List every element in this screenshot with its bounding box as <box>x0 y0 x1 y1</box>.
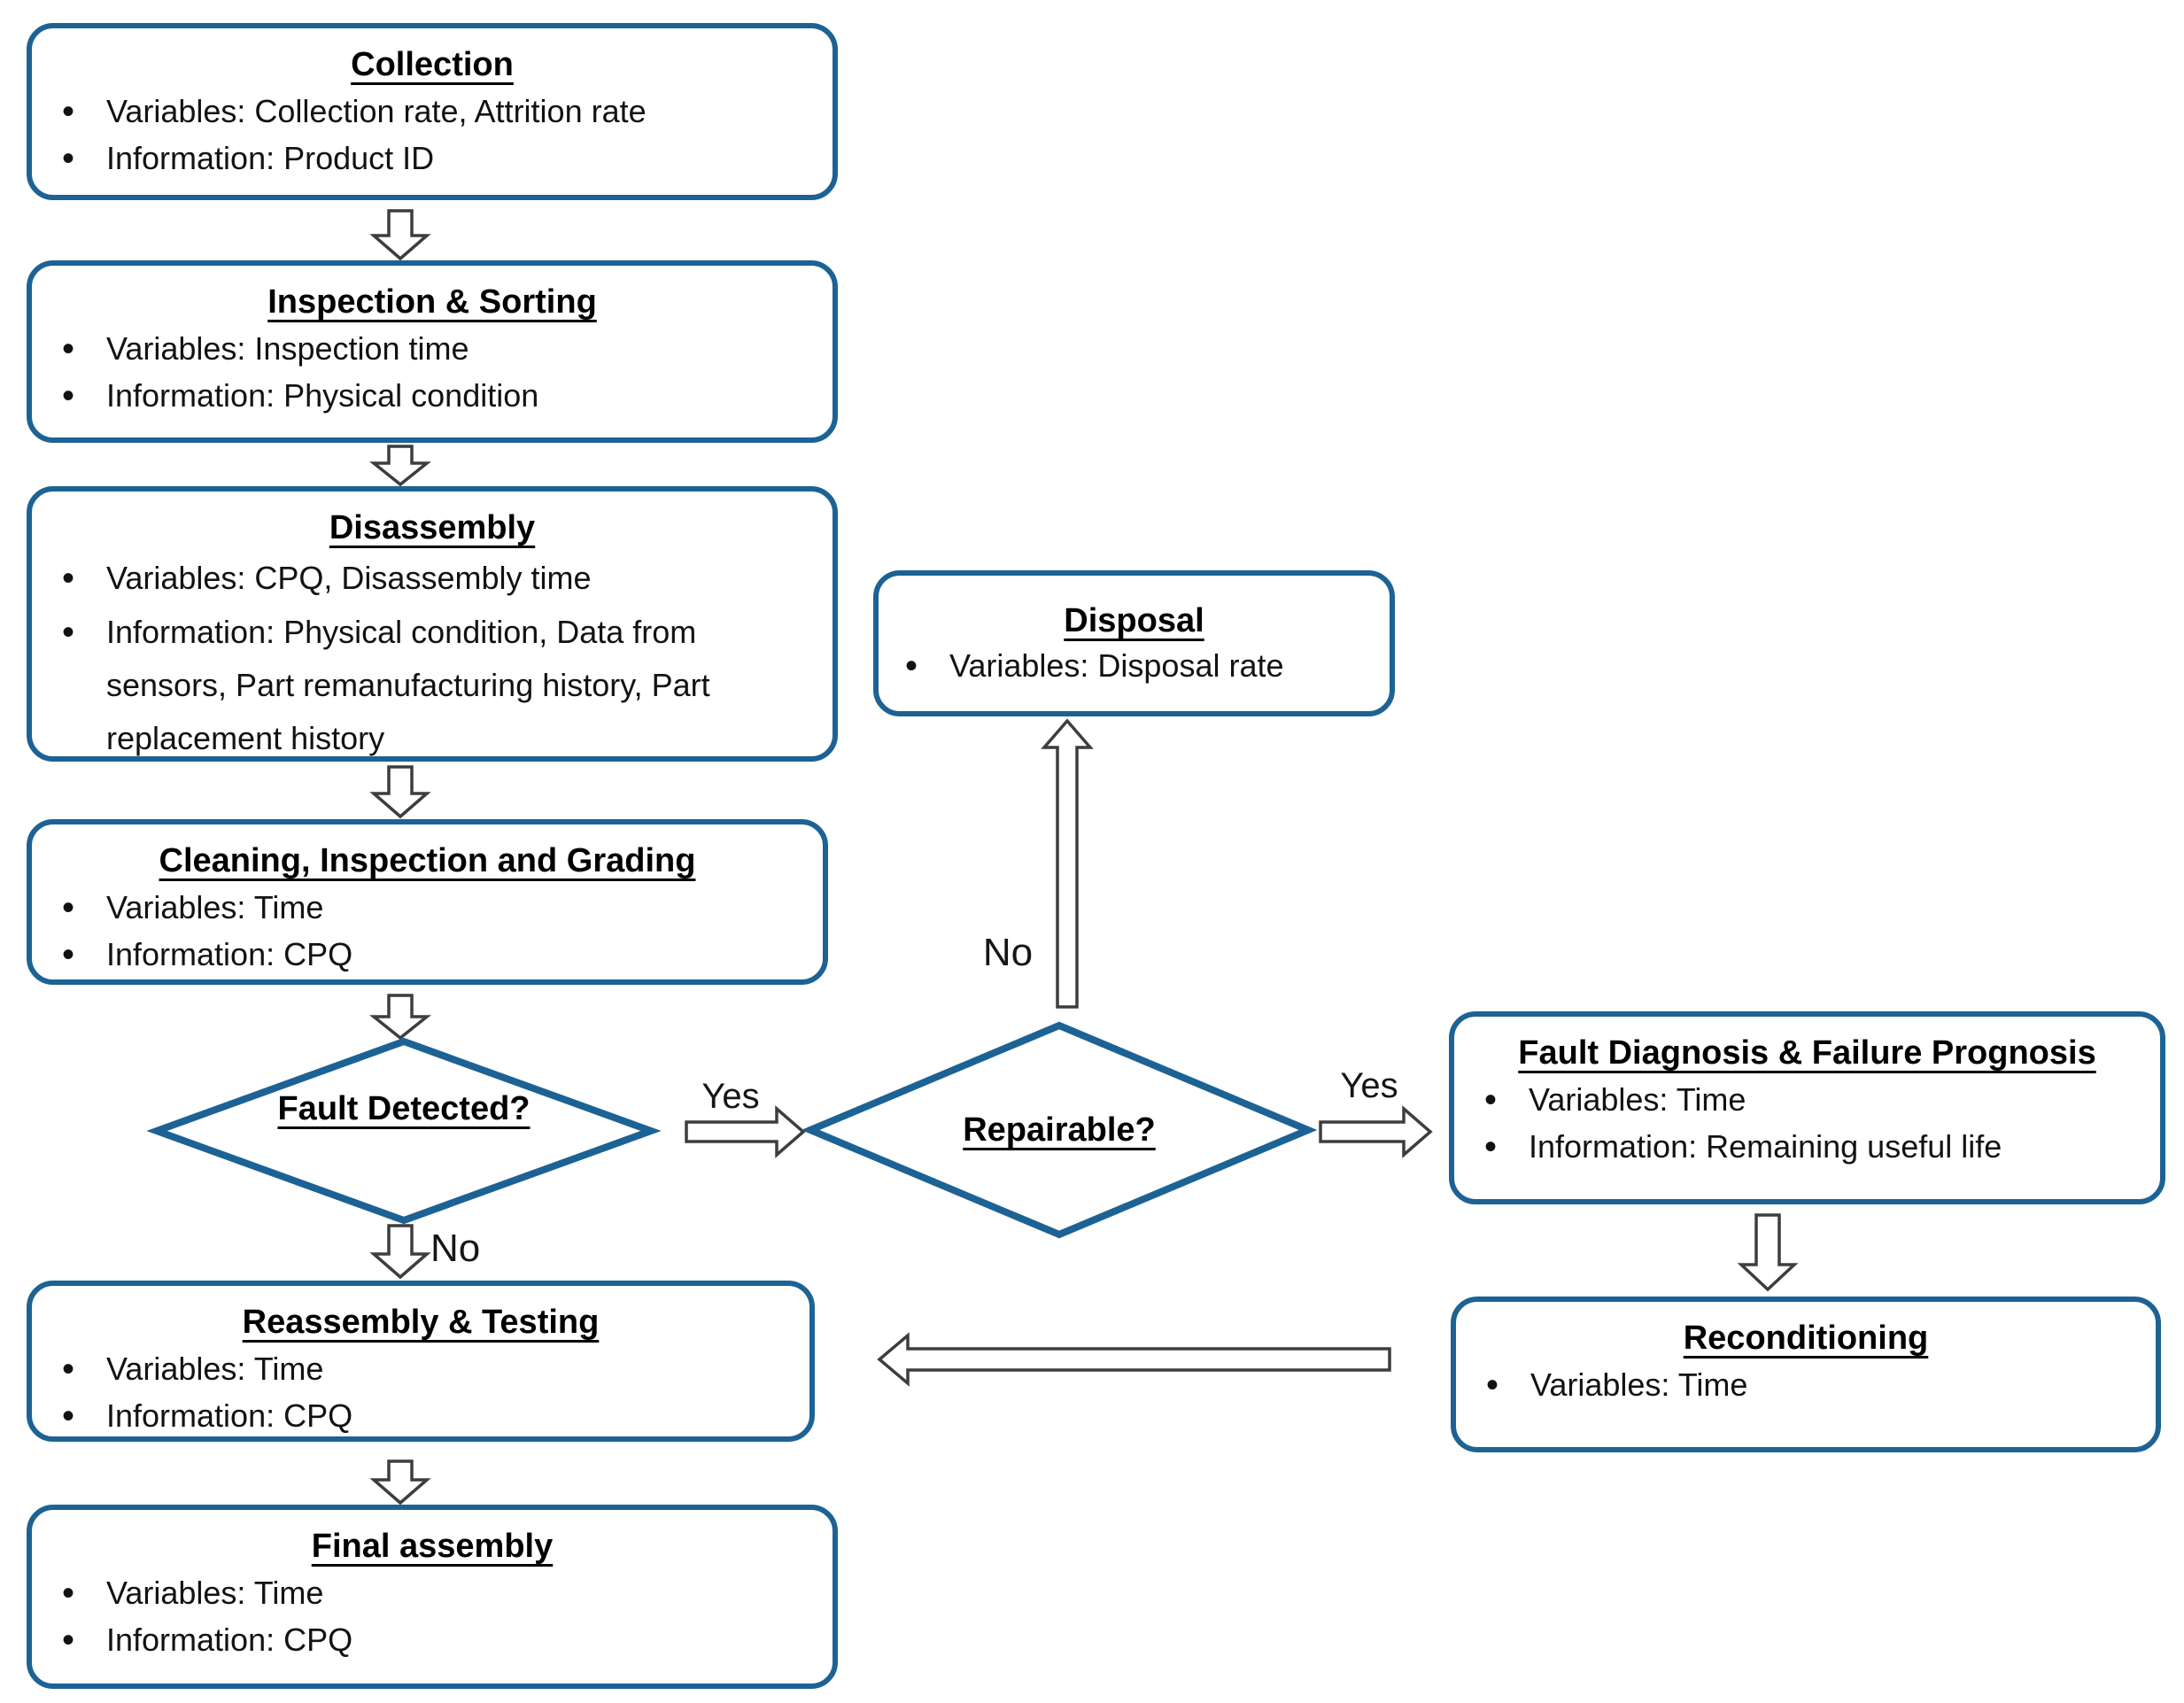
bullet-icon <box>55 1570 106 1617</box>
node-disassembly: Disassembly Variables: CPQ, Disassembly … <box>27 486 838 762</box>
node-reassembly-title: Reassembly & Testing <box>242 1304 600 1341</box>
bullet-text: Information: Physical condition, Data fr… <box>106 614 710 756</box>
bullet-text: Information: CPQ <box>106 936 353 972</box>
bullet-icon <box>898 643 949 690</box>
bullet-text: Information: Product ID <box>106 140 435 176</box>
arrow-reconditioning-to-reassembly-icon <box>877 1332 1391 1387</box>
node-collection-title: Collection <box>351 46 514 83</box>
bullet-icon <box>55 373 106 420</box>
list-item: Variables: Time <box>55 1570 809 1617</box>
node-disposal-title: Disposal <box>1064 602 1204 639</box>
arrow-inspection-to-disassembly-icon <box>369 445 431 487</box>
arrow-fault-detected-no-icon <box>369 1224 431 1280</box>
list-item: Information: CPQ <box>55 932 800 979</box>
bullet-icon <box>1477 1077 1529 1124</box>
list-item: Information: Remaining useful life <box>1477 1124 2137 1171</box>
fault-detected-yes-label: Yes <box>701 1077 760 1116</box>
bullet-icon <box>55 1346 106 1393</box>
node-cleaning-inspection-grading: Cleaning, Inspection and Grading Variabl… <box>27 819 828 985</box>
arrow-cleaning-to-fault-detected-icon <box>369 994 431 1041</box>
list-item: Variables: Time <box>1479 1362 2133 1409</box>
bullet-text: Information: Physical condition <box>106 377 539 414</box>
arrow-reassembly-to-final-icon <box>369 1459 431 1506</box>
list-item: Information: Physical condition <box>55 373 809 420</box>
bullet-text: Variables: CPQ, Disassembly time <box>106 560 592 596</box>
bullet-icon <box>55 606 106 765</box>
list-item: Variables: Time <box>1477 1077 2137 1124</box>
repairable-label: Repairable? <box>963 1111 1156 1149</box>
arrow-diagnosis-to-reconditioning-icon <box>1737 1213 1799 1292</box>
node-fault-diagnosis-title: Fault Diagnosis & Failure Prognosis <box>1518 1034 2096 1072</box>
bullet-text: Variables: Time <box>106 1575 324 1611</box>
list-item: Variables: Inspection time <box>55 326 809 373</box>
bullet-icon <box>55 552 106 606</box>
bullet-icon <box>1479 1362 1530 1409</box>
bullet-text: Information: Remaining useful life <box>1529 1128 2002 1165</box>
node-disassembly-title: Disassembly <box>329 509 536 546</box>
node-disposal: Disposal Variables: Disposal rate <box>873 570 1395 716</box>
arrow-disassembly-to-cleaning-icon <box>369 765 431 819</box>
arrow-repairable-no-to-disposal-icon <box>1041 718 1094 1009</box>
list-item: Variables: Time <box>55 1346 786 1393</box>
list-item: Variables: Collection rate, Attrition ra… <box>55 89 809 135</box>
bullet-text: Information: CPQ <box>106 1397 353 1434</box>
node-final-assembly-title: Final assembly <box>311 1528 554 1565</box>
node-final-assembly: Final assembly Variables: Time Informati… <box>27 1505 838 1689</box>
arrow-fault-detected-yes-icon <box>685 1105 806 1158</box>
node-inspection-sorting: Inspection & Sorting Variables: Inspecti… <box>27 260 838 443</box>
bullet-text: Variables: Time <box>1530 1366 1748 1403</box>
node-cleaning-title: Cleaning, Inspection and Grading <box>159 842 696 879</box>
node-reassembly-testing: Reassembly & Testing Variables: Time Inf… <box>27 1281 815 1442</box>
fault-detected-label: Fault Detected? <box>277 1090 531 1127</box>
arrow-repairable-yes-icon <box>1319 1105 1433 1158</box>
list-item: Variables: Disposal rate <box>898 643 1370 690</box>
bullet-text: Variables: Time <box>1529 1081 1746 1118</box>
arrow-collection-to-inspection-icon <box>369 209 431 261</box>
node-inspection-sorting-title: Inspection & Sorting <box>267 283 597 321</box>
fault-detected-diamond <box>146 1037 662 1225</box>
list-item: Information: Product ID <box>55 135 809 182</box>
list-item: Information: CPQ <box>55 1617 809 1664</box>
bullet-icon <box>55 885 106 932</box>
bullet-text: Variables: Inspection time <box>106 330 469 367</box>
node-collection: Collection Variables: Collection rate, A… <box>27 23 838 200</box>
repairable-yes-label: Yes <box>1340 1066 1398 1105</box>
bullet-text: Variables: Time <box>106 1351 324 1387</box>
node-reconditioning: Reconditioning Variables: Time <box>1451 1297 2161 1452</box>
bullet-icon <box>55 89 106 135</box>
node-reconditioning-title: Reconditioning <box>1683 1320 1929 1357</box>
list-item: Variables: CPQ, Disassembly time <box>55 552 809 606</box>
bullet-icon <box>55 326 106 373</box>
bullet-text: Variables: Collection rate, Attrition ra… <box>106 93 647 129</box>
repairable-no-label: No <box>982 931 1034 974</box>
list-item: Variables: Time <box>55 885 800 932</box>
fault-detected-no-label: No <box>430 1227 481 1270</box>
node-fault-diagnosis: Fault Diagnosis & Failure Prognosis Vari… <box>1449 1011 2165 1204</box>
list-item: Information: CPQ <box>55 1393 786 1440</box>
bullet-icon <box>55 1617 106 1664</box>
bullet-text: Variables: Time <box>106 889 324 925</box>
repairable-diamond <box>801 1021 1318 1239</box>
bullet-icon <box>55 932 106 979</box>
bullet-text: Variables: Disposal rate <box>949 647 1284 684</box>
bullet-icon <box>55 1393 106 1440</box>
list-item: Information: Physical condition, Data fr… <box>55 606 809 765</box>
bullet-text: Information: CPQ <box>106 1622 353 1658</box>
bullet-icon <box>55 135 106 182</box>
bullet-icon <box>1477 1124 1529 1171</box>
